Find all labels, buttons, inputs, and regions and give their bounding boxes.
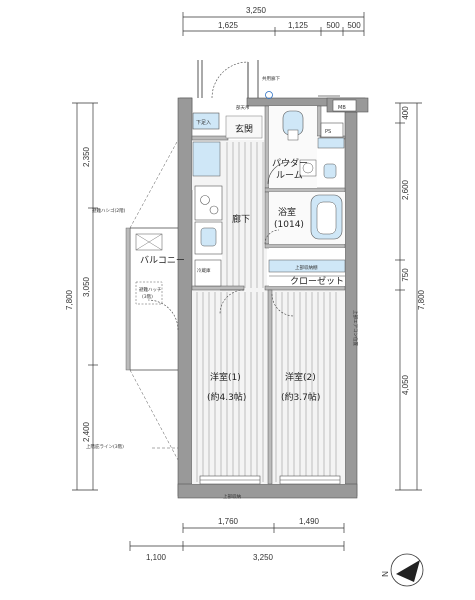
eave-lines (129, 139, 179, 461)
north-arrow-icon (390, 553, 424, 587)
label-corridor: 廊下 (232, 213, 250, 225)
entrance-door[interactable] (211, 61, 249, 99)
shoe-box (192, 112, 220, 130)
label-evac-hatch-1: 避難ハッチ (139, 286, 162, 293)
label-right-note: 上部エアコン位置 (352, 310, 359, 346)
label-evac-hatch-2: (3階) (142, 293, 153, 300)
right-dimensions (395, 102, 422, 491)
room-doors[interactable] (219, 161, 295, 317)
mb-box (332, 99, 357, 112)
label-western-2-name: 洋室(2) (285, 371, 316, 383)
washbasin-counter (317, 137, 345, 149)
powder-room (269, 106, 345, 188)
label-western-2-size: (約3.7帖) (281, 391, 320, 403)
dim-top-overall: 3,250 (246, 6, 267, 15)
exterior-walls (177, 97, 369, 499)
dim-right-seg-3: 750 (401, 268, 410, 282)
label-entrance: 玄関 (235, 123, 253, 135)
dim-right-seg-1: 400 (401, 106, 410, 120)
label-upper-eave-line: 上階庇ライン(3階) (86, 443, 124, 450)
dim-left-seg-1: 2,350 (82, 146, 91, 167)
label-ps: PS (325, 129, 331, 135)
meter-icon (265, 91, 273, 99)
label-shoe-box: 下足入 (196, 120, 211, 126)
label-bathroom-size: (1014) (274, 220, 304, 230)
label-powder-room-2: ルーム (276, 170, 303, 181)
dim-bottom-row-2: 3,250 (253, 553, 274, 562)
label-evac-ladder: 避難ハシゴ(2階) (92, 207, 126, 214)
interior-walls (191, 105, 346, 485)
bottom-window (199, 475, 341, 485)
dim-top-seg-1: 1,625 (218, 21, 239, 30)
label-western-1-size: (約4.3帖) (207, 391, 246, 403)
label-balcony: バルコニー (140, 255, 185, 266)
label-western-1-name: 洋室(1) (210, 371, 241, 383)
balcony (125, 227, 179, 371)
bathroom (269, 192, 345, 244)
label-common-corridor: 共用廊下 (262, 75, 280, 82)
dim-right-overall: 7,800 (417, 289, 426, 310)
label-enclosure-bottom: 上部収納 (223, 493, 241, 500)
dim-bottom-seg-2: 1,490 (299, 517, 320, 526)
entrance-floor (225, 115, 263, 139)
top-dimensions (182, 12, 365, 36)
dim-right-seg-2: 2,600 (401, 179, 410, 200)
label-upper-shelf: 上部収納棚 (295, 264, 318, 271)
dim-bottom-row-1: 1,100 (146, 553, 167, 562)
evac-hatch-box (135, 281, 163, 305)
bottom-dimensions (129, 523, 345, 551)
dim-top-seg-3: 500 (326, 21, 340, 30)
fridge-box (194, 259, 222, 287)
label-mb: MB (338, 105, 346, 111)
dim-top-seg-4: 500 (347, 21, 361, 30)
washing-machine-pan (299, 159, 317, 177)
dim-left-seg-2: 3,050 (82, 276, 91, 297)
label-pot-light: 部天吊 (236, 104, 250, 111)
dim-left-overall: 7,800 (65, 289, 74, 310)
dim-top-seg-2: 1,125 (288, 21, 309, 30)
label-fridge: 冷蔵庫 (197, 267, 211, 274)
kitchen (192, 141, 223, 287)
kitchen-cabinet (192, 141, 221, 177)
label-bathroom: 浴室 (278, 206, 296, 218)
label-powder-room-1: パウダー (272, 157, 308, 169)
label-closet: クローゼット (290, 275, 344, 287)
sink-icon (323, 163, 337, 179)
closet (268, 248, 346, 286)
dim-bottom-seg-1: 1,760 (218, 517, 239, 526)
ps-box (320, 122, 344, 138)
dim-left-seg-3: 2,400 (82, 421, 91, 442)
left-dimensions (72, 102, 98, 491)
label-north: N (381, 571, 390, 577)
dim-right-seg-4: 4,050 (401, 374, 410, 395)
